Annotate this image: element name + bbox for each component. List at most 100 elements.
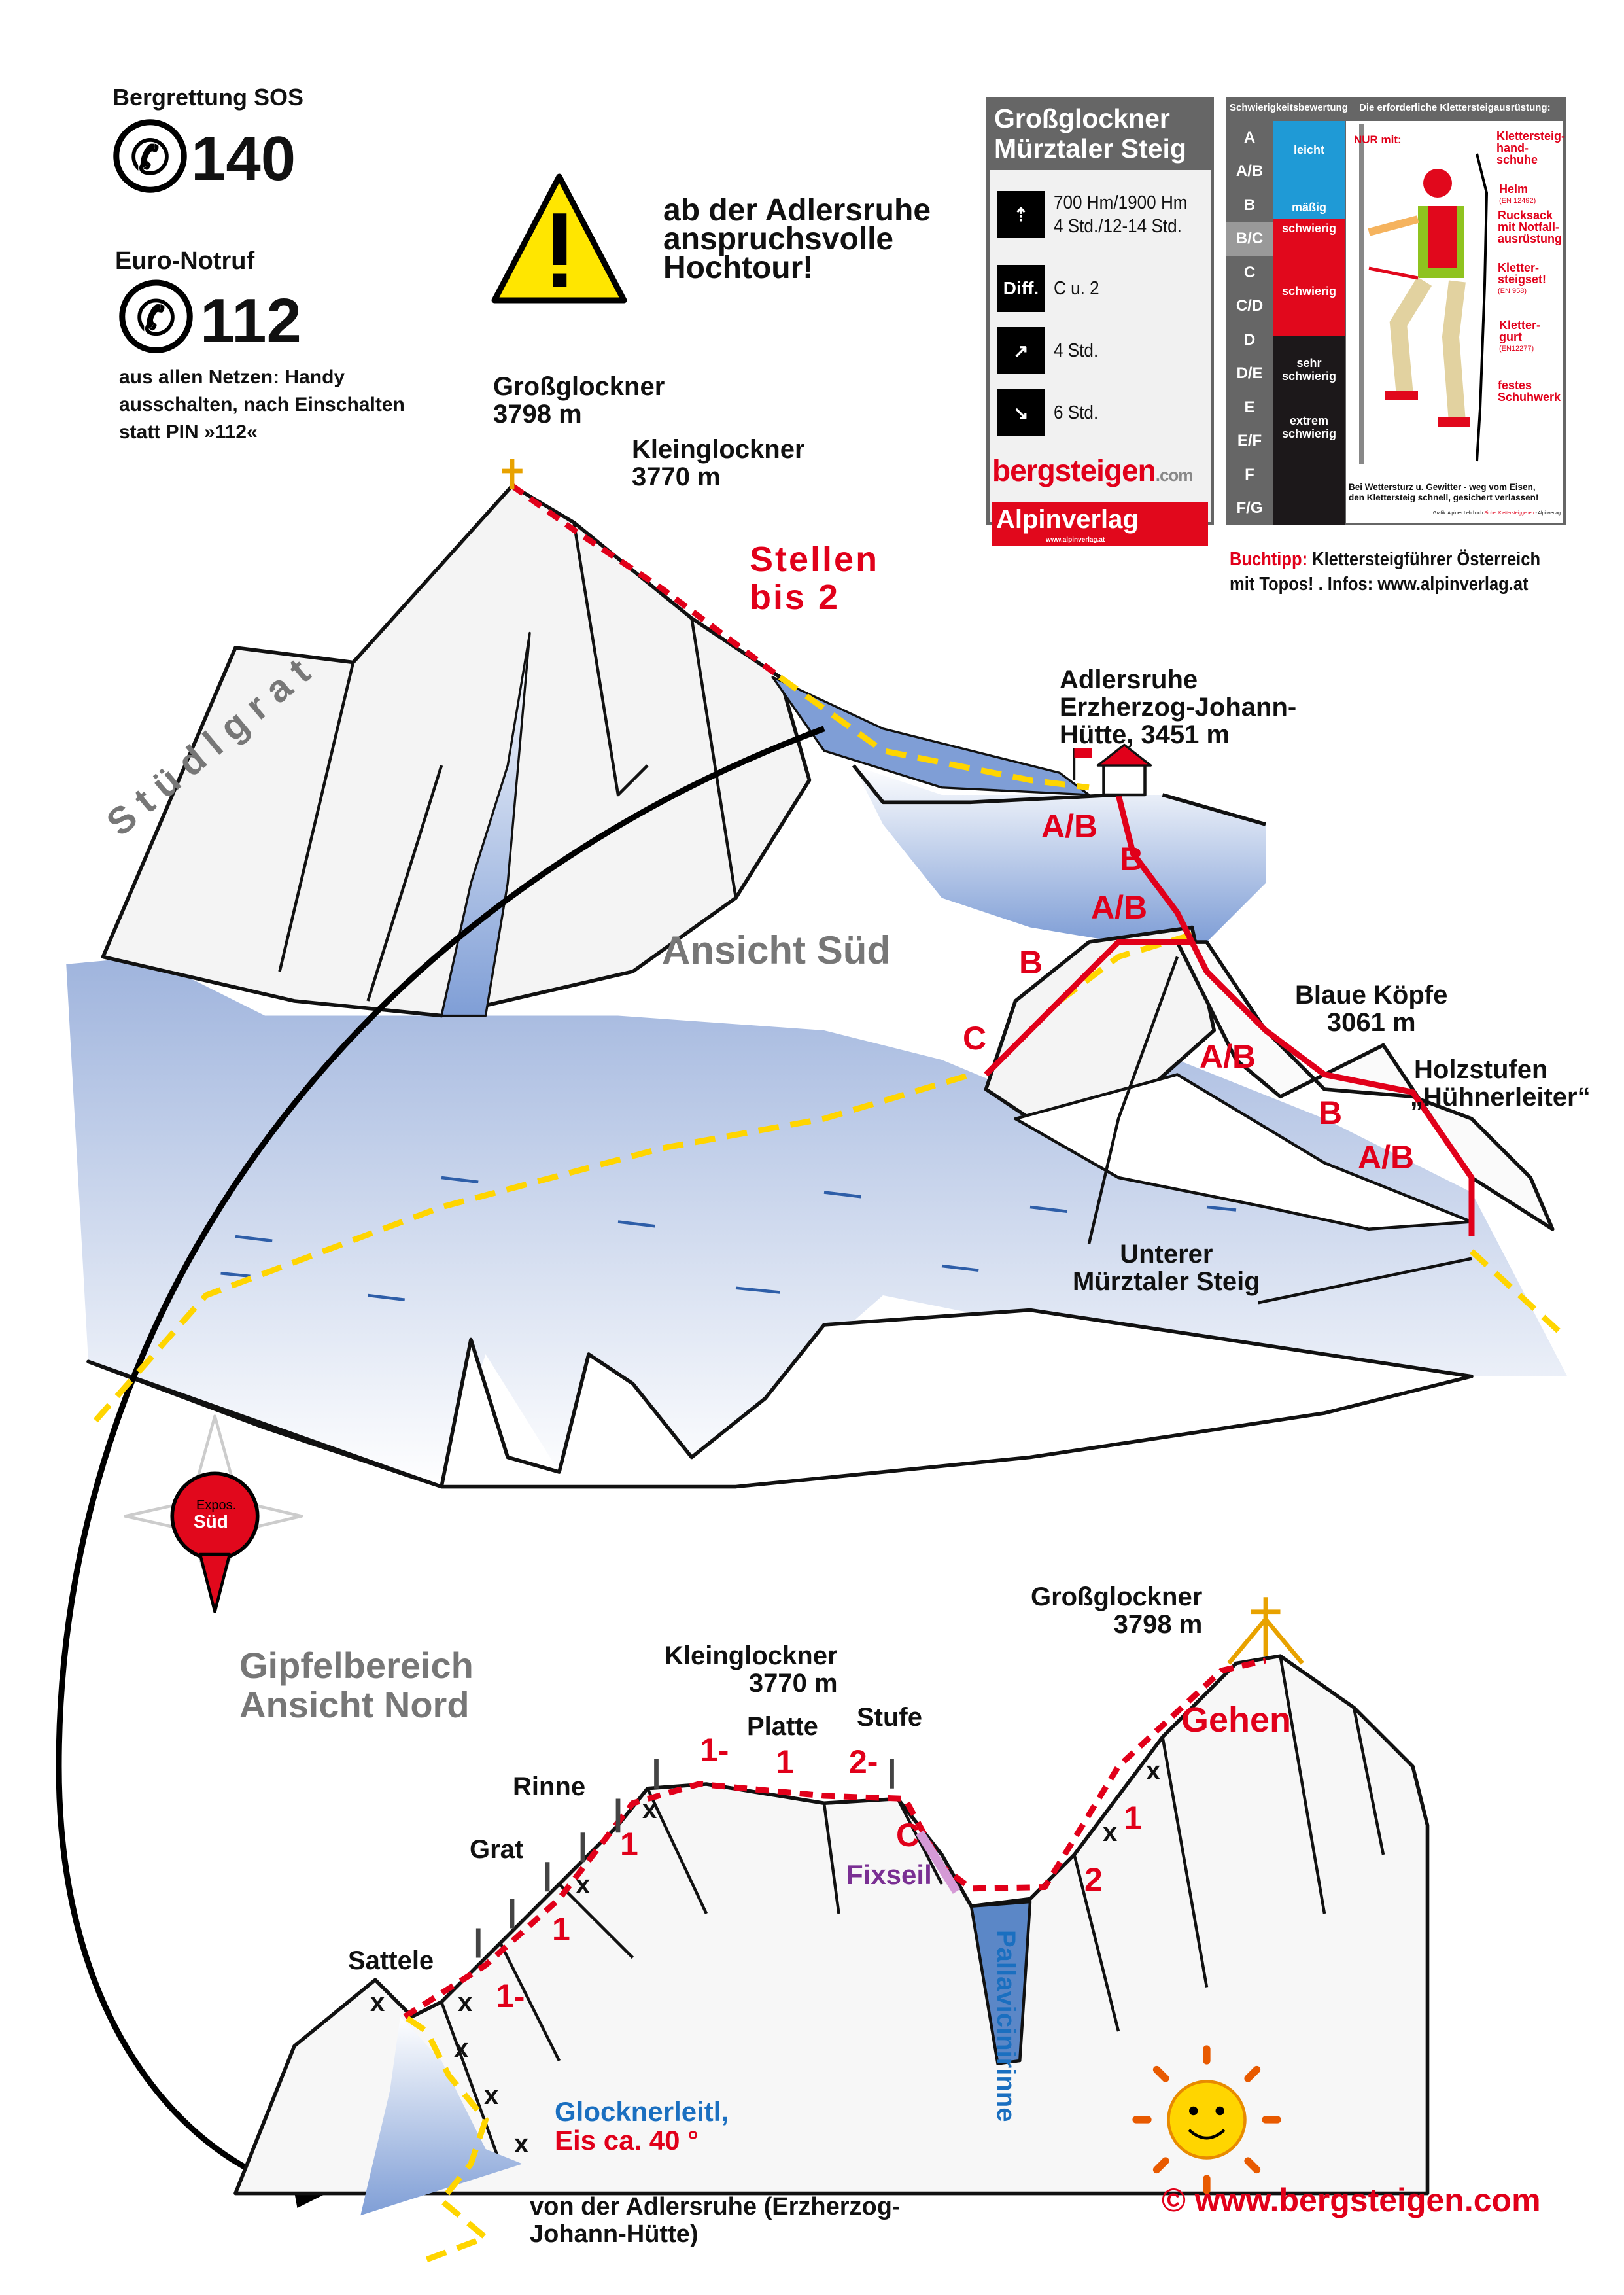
belay-marker: x <box>370 1988 385 2017</box>
nur-mit-label: NUR mit: <box>1354 133 1402 146</box>
svg-text:✆: ✆ <box>130 132 169 184</box>
category-label: mäßig <box>1291 201 1326 214</box>
text-line: Gipfelbereich <box>239 1645 474 1686</box>
summit-cross-south <box>502 459 523 489</box>
pallavicinirinne <box>969 1900 1032 2065</box>
route-normal-upper <box>510 483 782 680</box>
grade-label: 1 <box>620 1826 638 1863</box>
text-line: Grafik: Alpines Lehrbuch <box>1433 511 1485 516</box>
alpinverlag-logo[interactable]: Alpinverlag www.alpinverlag.at <box>992 502 1208 546</box>
grade: E <box>1244 398 1255 416</box>
info-row-difficulty: Diff. C u. 2 <box>997 265 1104 312</box>
text-line: bis 2 <box>750 578 840 617</box>
grade: D <box>1243 330 1256 349</box>
category-label: schwierig <box>1281 285 1337 298</box>
ascent-icon: ↗ <box>997 327 1045 374</box>
grade-label: B <box>1319 1095 1343 1131</box>
text-line: 3061 m <box>1326 1008 1416 1037</box>
text-line: Sicher Klettersteiggehen <box>1484 511 1534 516</box>
text-line: Großglockner <box>1031 1583 1203 1611</box>
equipment-helmet: Helm(EN 12492) <box>1499 183 1536 207</box>
belay-marker: x <box>642 1795 657 1824</box>
rock-adlersruhe <box>854 765 1266 942</box>
bergsteigen-logo[interactable]: bergsteigen.com <box>992 453 1193 488</box>
text-line: 3798 m <box>493 400 582 429</box>
belay-marker: x <box>576 1870 591 1899</box>
euro-title: Euro-Notruf <box>115 247 255 275</box>
sos-number[interactable]: 140 <box>191 124 296 194</box>
warning-line: Hochtour! <box>663 251 814 285</box>
fixseil-line <box>916 1830 961 1894</box>
elevation-value: 700 Hm/1900 Hm <box>1054 192 1188 213</box>
grade-label: 1 <box>552 1911 570 1948</box>
grade: B <box>1243 196 1256 214</box>
text-line: steigset! <box>1498 273 1547 286</box>
note-line: ausschalten, nach Einschalten <box>119 394 405 415</box>
emergency-note: aus allen Netzen: Handy ausschalten, nac… <box>119 364 405 446</box>
grade-label: A/B <box>1358 1139 1415 1176</box>
text-line: Rucksack <box>1498 209 1553 222</box>
ascent-value: 4 Std. <box>1054 340 1099 361</box>
text-line: Blaue Köpfe <box>1295 981 1448 1009</box>
euro-number[interactable]: 112 <box>200 286 302 356</box>
grade: F <box>1245 465 1254 483</box>
text-line: gurt <box>1499 330 1522 343</box>
text-line: Klettersteig- <box>1496 130 1566 143</box>
book-tip-label: Buchtipp: <box>1230 549 1308 570</box>
label-ansicht-sued: Ansicht Süd <box>662 928 891 972</box>
difficulty-rating-box: Schwierigkeitsbewertung Die erforderlich… <box>1226 97 1566 525</box>
belay-marker: x <box>458 1988 473 2017</box>
text-line: Großglockner <box>493 372 665 401</box>
sun-icon <box>1132 2045 1281 2194</box>
graphic-credit: Grafik: Alpines Lehrbuch Sicher Kletters… <box>1433 511 1561 516</box>
grade-highlight: B/C <box>1226 222 1273 256</box>
ice-band <box>771 676 1090 796</box>
category-label: sehr <box>1296 357 1322 370</box>
title-line: Mürztaler Steig <box>994 133 1186 164</box>
hut-icon <box>1073 743 1152 797</box>
text-line: festes <box>1498 379 1532 392</box>
grade: D/E <box>1236 364 1263 383</box>
compass-expos-label: Expos. <box>196 1498 237 1513</box>
book-tip[interactable]: Buchtipp: Klettersteigführer Österreich … <box>1230 547 1540 597</box>
route-info-box: Großglockner Mürztaler Steig ⇡ 700 Hm/19… <box>986 97 1214 546</box>
text-line: Holzstufen <box>1414 1055 1548 1084</box>
text-line: den Klettersteig schnell, gesichert verl… <box>1349 493 1539 502</box>
belay-marker: x <box>514 2129 529 2158</box>
text-line: (EN 958) <box>1498 287 1527 295</box>
route-yellow-glacier <box>93 1072 973 1423</box>
category-label: extrem <box>1289 414 1329 427</box>
text-line: Johann-Hütte) <box>530 2220 699 2248</box>
copyright-link[interactable]: © www.bergsteigen.com <box>1162 2182 1541 2218</box>
belay-marker: x <box>1103 1818 1118 1847</box>
text-line: Stellen <box>750 540 880 579</box>
logo-text: bergsteigen <box>992 453 1156 487</box>
text-line: Kletter- <box>1498 261 1540 274</box>
grade-label: A/B <box>1091 889 1148 926</box>
grade-label: 1 <box>1124 1800 1142 1836</box>
grade-label: C <box>896 1817 920 1853</box>
info-row-ascent: ↗ 4 Std. <box>997 327 1103 374</box>
text-line: Mürztaler Steig <box>1073 1267 1260 1296</box>
book-tip-text: Klettersteigführer Österreich <box>1307 549 1541 570</box>
text-line: (EN12277) <box>1499 345 1534 353</box>
book-tip-link[interactable]: mit Topos! . Infos: www.alpinverlag.at <box>1230 574 1529 595</box>
label-stufe: Stufe <box>857 1703 922 1732</box>
text-line: Schuhwerk <box>1498 391 1561 404</box>
descent-value: 6 Std. <box>1054 402 1099 423</box>
label-holzstufen: Holzstufen„Hühnerleiter“ <box>1410 1056 1591 1111</box>
grade-label: A/B <box>1041 808 1098 845</box>
text-line: „Hühnerleiter“ <box>1410 1083 1591 1112</box>
grade-label: 2- <box>849 1743 878 1780</box>
grade-label: B <box>1019 944 1043 981</box>
grade: F/G <box>1236 499 1263 517</box>
diff-badge: Diff. <box>997 265 1045 312</box>
